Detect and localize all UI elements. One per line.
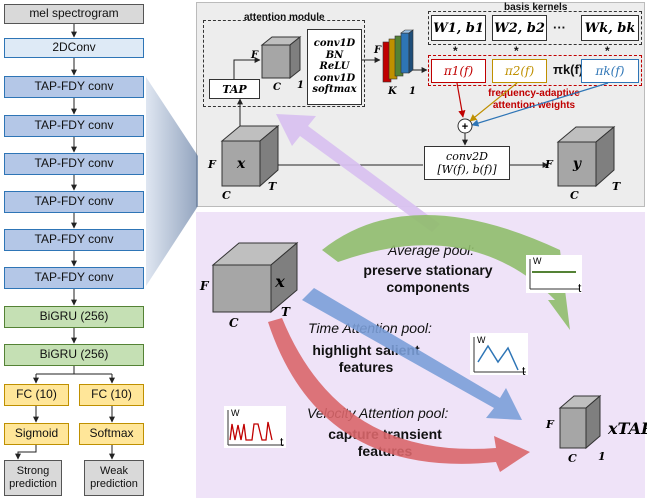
blue-arrow: [302, 288, 522, 420]
x-label-top: x: [236, 156, 246, 172]
f-label-xtap: F: [545, 418, 555, 431]
one-label-attn: 1: [297, 80, 304, 91]
summation-plus: +: [462, 121, 468, 133]
tap-to-cube-arrow: [233, 57, 261, 79]
basis-kernels-frame: [428, 11, 642, 45]
input-block: mel spectrogram: [4, 4, 144, 24]
avg-pool-desc: preserve stationary components: [363, 262, 493, 295]
c-label-xtap: C: [568, 452, 577, 465]
tap-box: TAP: [209, 79, 260, 99]
tap-block-5: TAP-FDY conv: [4, 229, 144, 251]
bigru-block-2: BiGRU (256): [4, 344, 144, 366]
output-cube-y: [556, 125, 616, 188]
vel-mini-plot: [224, 406, 286, 448]
weak-prediction-block: Weak prediction: [84, 460, 144, 496]
time-plot-w: W: [477, 335, 486, 345]
c-label-top: C: [222, 189, 231, 202]
purple-arrow: [276, 114, 440, 232]
pi2-to-sum-line: [469, 82, 518, 122]
conv2d-line-2: [W(f), b(f)]: [437, 163, 497, 176]
red-arrow: [268, 318, 530, 472]
kernel-1: W1, b1: [431, 15, 486, 41]
pi-k: πk(f): [581, 59, 639, 83]
pi1-to-sum-line: [456, 82, 466, 118]
kernel-k: Wk, bk: [581, 15, 639, 41]
t-label-y: T: [612, 180, 621, 193]
avg-plot-t: t: [578, 281, 582, 295]
summation-circle: [457, 118, 473, 134]
fc-right-block: FC (10): [79, 384, 144, 406]
pik-to-sum-line: [471, 82, 609, 127]
frequency-adaptive-label: frequency-adaptive attention weights: [488, 88, 580, 111]
one-label-k: 1: [409, 86, 416, 97]
t-label-top: T: [268, 180, 277, 193]
one-label-xtap: 1: [598, 450, 606, 463]
times-k: *: [605, 44, 610, 58]
t-label-bottom: T: [281, 305, 291, 319]
strong-prediction-block: Strong prediction: [4, 460, 62, 496]
input-cube-bottom: [211, 241, 299, 314]
y-label: y: [572, 156, 582, 172]
tap-block-6: TAP-FDY conv: [4, 267, 144, 289]
conv-stack-line-4: conv1D: [313, 72, 356, 84]
time-mini-plot: [470, 333, 528, 375]
kernel-2: W2, b2: [492, 15, 547, 41]
conv-stack: conv1D BN ReLU conv1D softmax: [307, 29, 362, 105]
c-label-y: C: [570, 189, 579, 202]
k-label: K: [387, 86, 398, 97]
c-label-bottom: C: [229, 316, 239, 330]
vel-plot-w: W: [231, 408, 240, 418]
vel-plot-t: t: [280, 435, 284, 449]
avg-plot-w: W: [533, 256, 542, 266]
f-label-bottom: F: [199, 279, 210, 293]
green-arrow: [322, 215, 570, 330]
attention-module-label: attention module: [244, 12, 325, 23]
output-cube-xtap: [558, 394, 602, 450]
attention-weights-frame: [428, 55, 642, 86]
times-1: *: [453, 44, 458, 58]
sigmoid-block: Sigmoid: [4, 423, 69, 445]
xtap-label: xTAP: [607, 419, 647, 438]
tap-block-4: TAP-FDY conv: [4, 191, 144, 213]
x-label-bottom: x: [274, 272, 285, 291]
tap-block-1: TAP-FDY conv: [4, 76, 144, 98]
tap-block-2: TAP-FDY conv: [4, 115, 144, 137]
conv2d-box: conv2D [W(f), b(f)]: [424, 146, 510, 180]
conv2d-block: 2DConv: [4, 38, 144, 58]
bigru-block-1: BiGRU (256): [4, 306, 144, 328]
k-kernel-stack: [382, 29, 414, 83]
conv-stack-line-3: ReLU: [319, 61, 350, 73]
pi-2: π2(f): [492, 59, 547, 83]
attention-cube: [260, 35, 302, 80]
f-label-k: F: [373, 45, 382, 56]
conv-stack-line-2: BN: [325, 49, 344, 61]
f-label-y: F: [544, 158, 554, 171]
pi-1: π1(f): [431, 59, 486, 83]
zoom-fan: [146, 77, 198, 286]
fc-left-block: FC (10): [4, 384, 69, 406]
softmax-block: Softmax: [79, 423, 144, 445]
kernel-ellipsis: ···: [553, 20, 566, 35]
time-plot-t: t: [522, 364, 526, 378]
pipeline-connectors: [15, 24, 115, 460]
times-2: *: [514, 44, 519, 58]
conv-stack-line-5: softmax: [312, 84, 357, 96]
f-label-attn: F: [250, 50, 259, 61]
input-cube-top: [220, 124, 280, 188]
c-label-attn: C: [273, 82, 281, 93]
conv2d-line-1: conv2D: [446, 149, 488, 163]
f-label-top: F: [207, 158, 217, 171]
avg-mini-plot: [526, 255, 582, 293]
tap-block-3: TAP-FDY conv: [4, 153, 144, 175]
conv-stack-line-1: conv1D: [313, 38, 356, 50]
attention-module-frame: [203, 20, 365, 107]
pi-ellipsis: πk(f): [553, 62, 584, 77]
basis-kernels-label: basis kernels: [504, 2, 568, 13]
